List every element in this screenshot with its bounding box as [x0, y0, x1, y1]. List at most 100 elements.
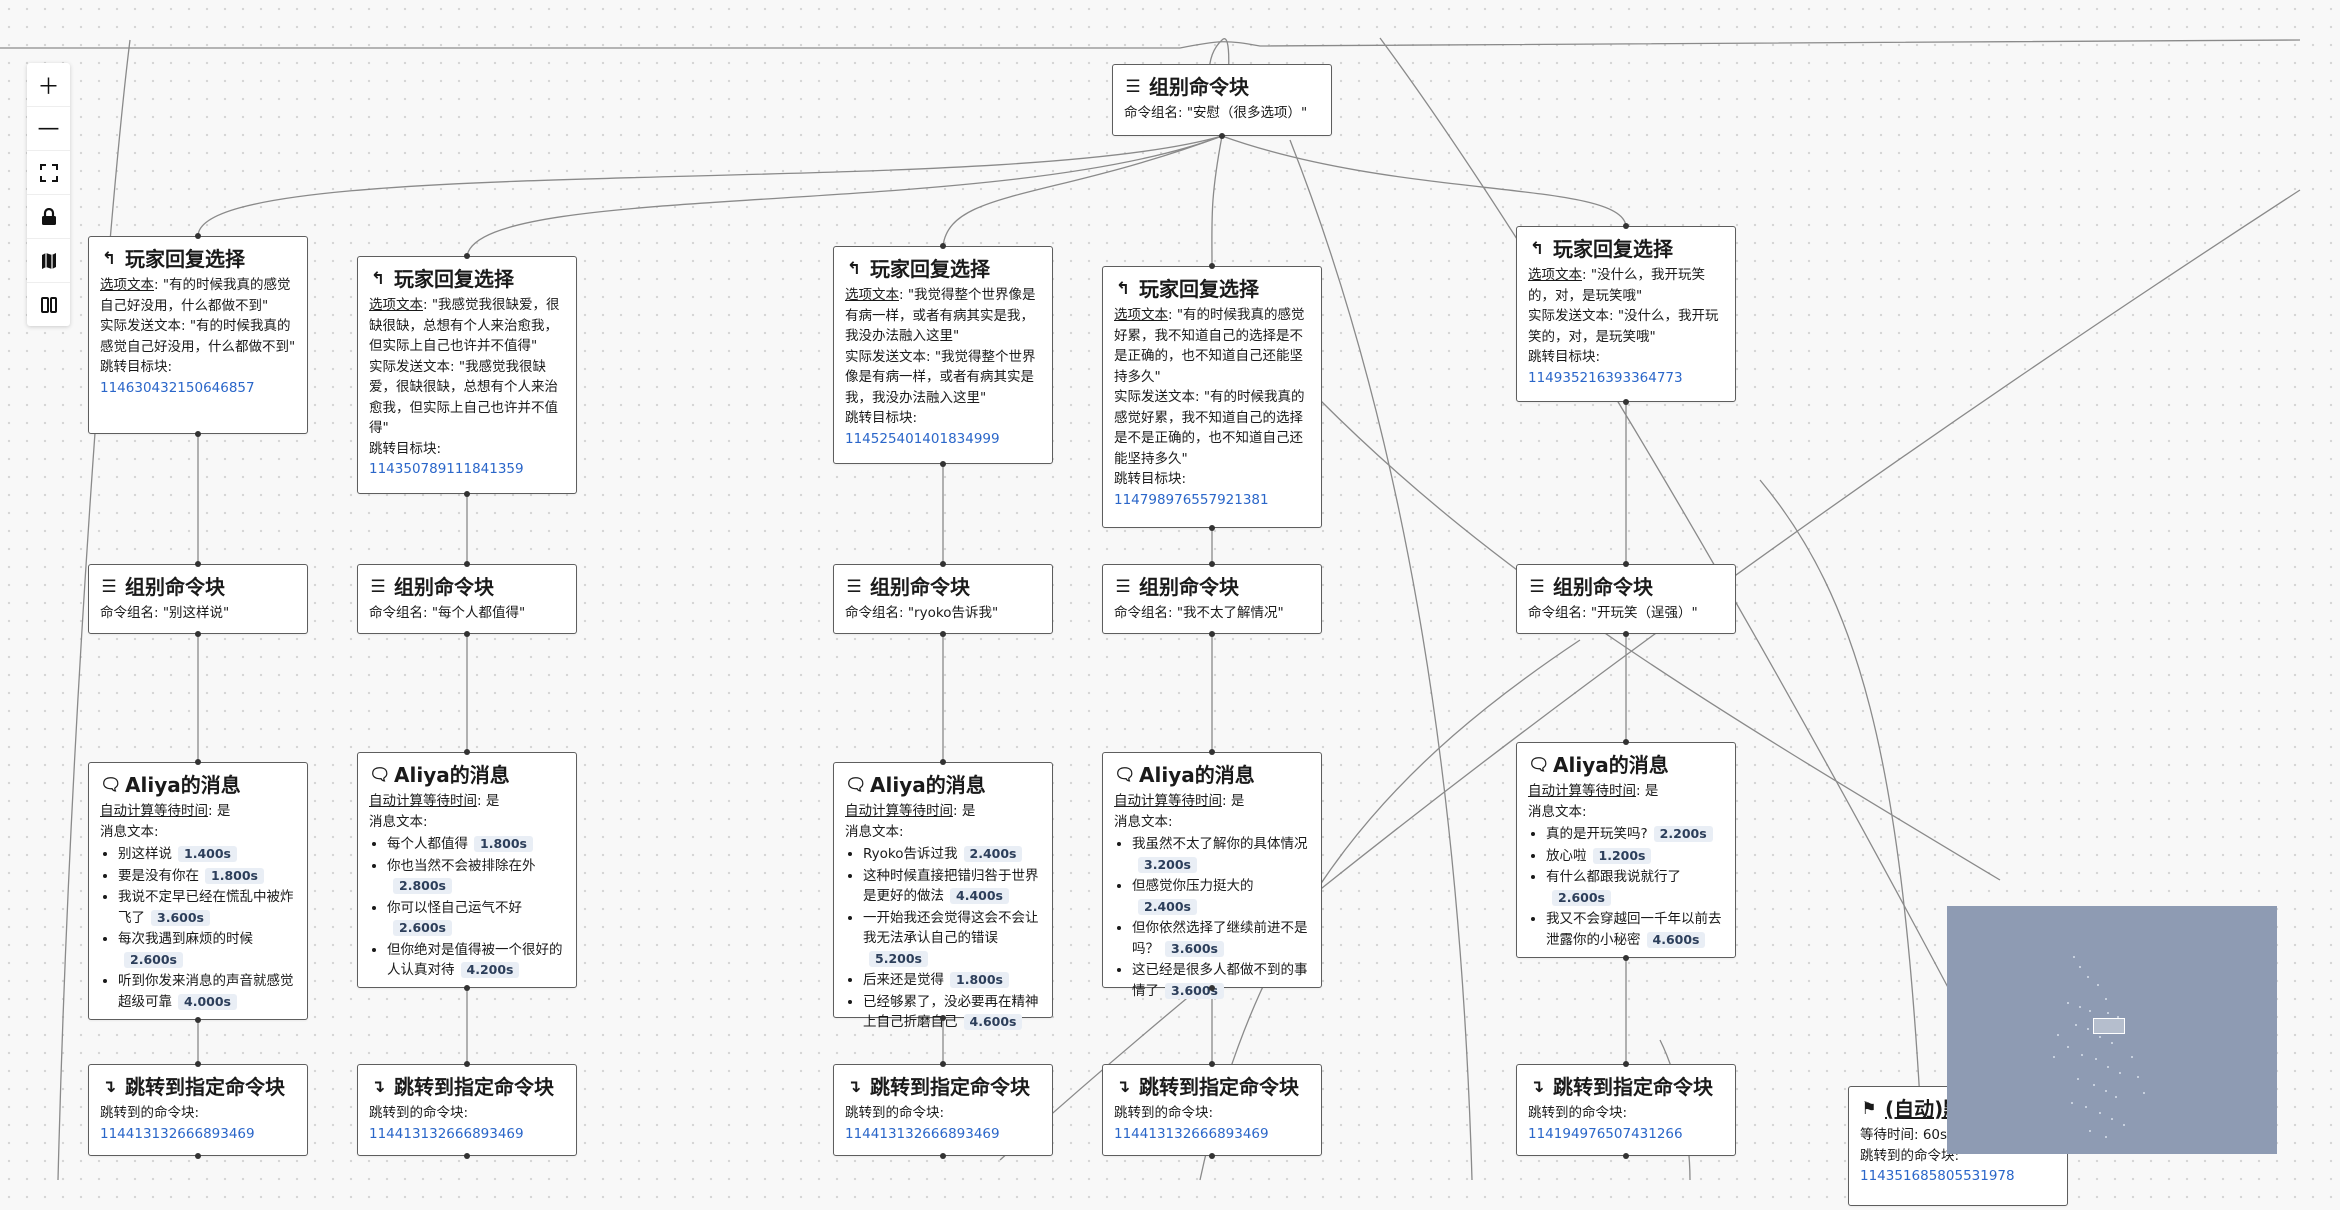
input-port[interactable]: [464, 253, 470, 259]
minimap[interactable]: [1947, 906, 2277, 1154]
jump-target-link[interactable]: 114194976507431266: [1528, 1125, 1683, 1142]
group-node[interactable]: ☰组别命令块命令组名: "ryoko告诉我": [833, 561, 1053, 637]
sent-text-value: "没什么，我开玩笑的，对，是玩笑哦": [1528, 308, 1719, 345]
group-node[interactable]: ☰组别命令块命令组名: "别这样说": [88, 561, 308, 637]
jump-target-link[interactable]: 114351685805531978: [1860, 1168, 2015, 1184]
output-port[interactable]: [1623, 399, 1629, 405]
input-port[interactable]: [464, 1061, 470, 1067]
reply-choice-node[interactable]: ↰玩家回复选择选项文本: "我感觉我很缺爱，很缺很缺，总想有个人来治愈我，但实际…: [357, 253, 577, 497]
message-item: 有什么都跟我说就行了2.600s: [1546, 867, 1724, 908]
node-title: 跳转到指定命令块: [1553, 1075, 1713, 1099]
input-port[interactable]: [1209, 749, 1215, 755]
zoom-in-button[interactable]: ＋: [27, 63, 70, 107]
input-port[interactable]: [1209, 263, 1215, 269]
jump-node[interactable]: ↴跳转到指定命令块跳转到的命令块:114413132666893469: [357, 1061, 577, 1159]
jump-node[interactable]: ↴跳转到指定命令块跳转到的命令块:114413132666893469: [833, 1061, 1053, 1159]
output-port[interactable]: [1219, 133, 1225, 139]
output-port[interactable]: [1209, 985, 1215, 991]
group-node[interactable]: ☰组别命令块命令组名: "我不太了解情况": [1102, 561, 1322, 637]
output-port[interactable]: [1623, 1153, 1629, 1159]
output-port[interactable]: [1623, 955, 1629, 961]
jump-node[interactable]: ↴跳转到指定命令块跳转到的命令块:114194976507431266: [1516, 1061, 1736, 1159]
group-node[interactable]: ☰组别命令块命令组名: "开玩笑（逞强）": [1516, 561, 1736, 637]
jump-target-link[interactable]: 114413132666893469: [369, 1125, 524, 1142]
jump-target-link[interactable]: 114413132666893469: [1114, 1125, 1269, 1142]
reply-choice-node[interactable]: ↰玩家回复选择选项文本: "没什么，我开玩笑的，对，是玩笑哦"实际发送文本: "…: [1516, 223, 1736, 405]
output-port[interactable]: [1209, 631, 1215, 637]
zoom-out-button[interactable]: —: [27, 107, 70, 151]
jump-target-link[interactable]: 114350789111841359: [369, 461, 524, 477]
message-icon: 🗨: [1528, 755, 1550, 775]
minimap-toggle-button[interactable]: [27, 239, 70, 283]
root-group-node[interactable]: ☰组别命令块 命令组名: "安慰（很多选项）": [1112, 64, 1332, 139]
minimap-viewport[interactable]: [2093, 1018, 2125, 1034]
output-port[interactable]: [1209, 1153, 1215, 1159]
toggle-button[interactable]: [27, 283, 70, 326]
jump-target-link[interactable]: 114525401401834999: [845, 430, 1000, 447]
output-port[interactable]: [940, 1153, 946, 1159]
output-port[interactable]: [464, 631, 470, 637]
message-item-text: Ryoko告诉过我: [863, 846, 958, 862]
message-item-text: 我虽然不太了解你的具体情况: [1132, 836, 1308, 852]
reply-choice-node[interactable]: ↰玩家回复选择选项文本: "有的时候我真的感觉好累，我不知道自己的选择是不是正确…: [1102, 263, 1322, 531]
minimap-node: [2087, 1028, 2089, 1030]
input-port[interactable]: [940, 561, 946, 567]
input-port[interactable]: [195, 1061, 201, 1067]
output-port[interactable]: [464, 491, 470, 497]
input-port[interactable]: [1209, 561, 1215, 567]
message-item-text: 但你依然选择了继续前进不是吗？: [1132, 920, 1308, 957]
reply-choice-node[interactable]: ↰玩家回复选择选项文本: "我觉得整个世界像是有病一样，或者有病其实是我，我没办…: [833, 243, 1053, 467]
lock-button[interactable]: [27, 195, 70, 239]
output-port[interactable]: [195, 1017, 201, 1023]
node-title: 玩家回复选择: [870, 257, 990, 281]
output-port[interactable]: [1209, 525, 1215, 531]
jump-target-link[interactable]: 114630432150646857: [100, 379, 255, 396]
group-node[interactable]: ☰组别命令块命令组名: "每个人都值得": [357, 561, 577, 637]
input-port[interactable]: [940, 1061, 946, 1067]
output-port[interactable]: [195, 1153, 201, 1159]
jump-node[interactable]: ↴跳转到指定命令块跳转到的命令块:114413132666893469: [88, 1061, 308, 1159]
input-port[interactable]: [195, 233, 201, 239]
jump-target-link[interactable]: 114413132666893469: [845, 1125, 1000, 1142]
input-port[interactable]: [195, 561, 201, 567]
output-port[interactable]: [464, 1153, 470, 1159]
output-port[interactable]: [1623, 631, 1629, 637]
reply-choice-node[interactable]: ↰玩家回复选择选项文本: "有的时候我真的感觉自己好没用，什么都做不到"实际发送…: [88, 233, 308, 437]
input-port[interactable]: [940, 759, 946, 765]
jump-target-link[interactable]: 114413132666893469: [100, 1125, 255, 1142]
list-icon: ☰: [370, 577, 386, 597]
output-port[interactable]: [195, 431, 201, 437]
input-port[interactable]: [1623, 223, 1629, 229]
minimap-node: [2057, 1034, 2059, 1036]
input-port[interactable]: [1623, 739, 1629, 745]
minimap-node: [2115, 1096, 2117, 1098]
input-port[interactable]: [195, 759, 201, 765]
input-port[interactable]: [464, 561, 470, 567]
input-port[interactable]: [1209, 1061, 1215, 1067]
output-port[interactable]: [940, 631, 946, 637]
output-port[interactable]: [940, 1015, 946, 1021]
input-port[interactable]: [464, 749, 470, 755]
jump-target-link[interactable]: 114935216393364773: [1528, 369, 1683, 386]
fit-view-button[interactable]: [27, 151, 70, 195]
output-port[interactable]: [940, 461, 946, 467]
jump-node[interactable]: ↴跳转到指定命令块跳转到的命令块:114413132666893469: [1102, 1061, 1322, 1159]
output-port[interactable]: [195, 631, 201, 637]
jump-target-link[interactable]: 114798976557921381: [1114, 491, 1269, 508]
message-item-text: 真的是开玩笑吗?: [1546, 826, 1648, 842]
output-port[interactable]: [464, 985, 470, 991]
option-text-value: : "有的时候我真的感觉好累，我不知道自己的选择是不是正确的，也不知道自己还能坚…: [1114, 307, 1305, 385]
input-port[interactable]: [940, 243, 946, 249]
wait-time-badge: 2.800s: [393, 878, 452, 894]
input-port[interactable]: [1623, 561, 1629, 567]
input-port[interactable]: [1623, 1061, 1629, 1067]
message-item-text: 别这样说: [118, 846, 172, 862]
